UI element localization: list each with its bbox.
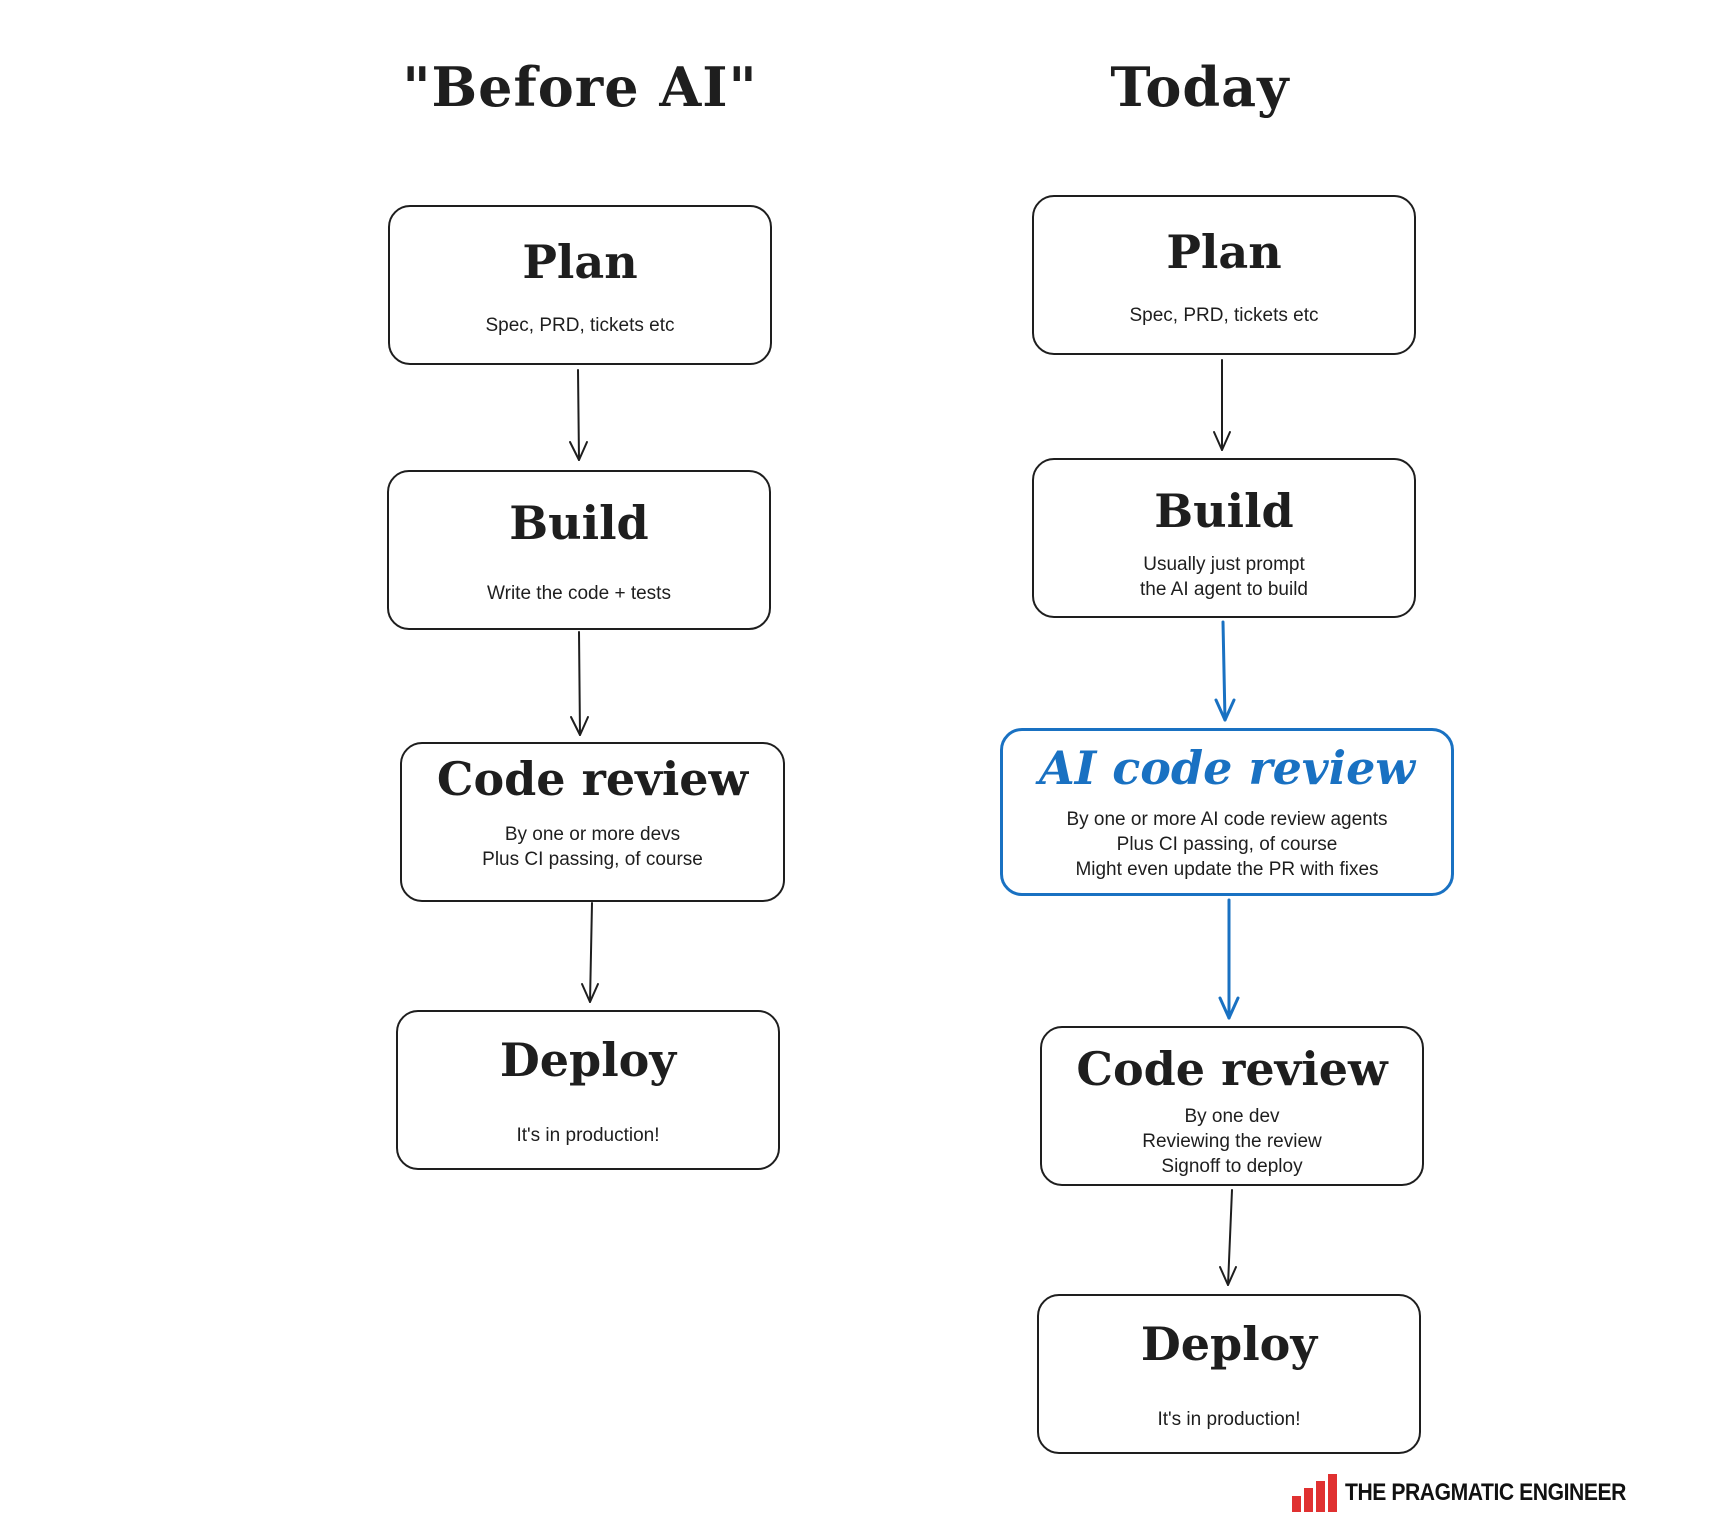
desc-line: Usually just prompt xyxy=(1143,554,1305,575)
before-deploy-desc: It's in production! xyxy=(398,1123,778,1148)
today-code-review-desc: By one dev Reviewing the review Signoff … xyxy=(1042,1104,1422,1179)
before-build-title: Build xyxy=(509,496,649,550)
before-plan-box: Plan Spec, PRD, tickets etc xyxy=(388,205,772,365)
desc-line: Plus CI passing, of course xyxy=(482,849,703,870)
before-plan-title: Plan xyxy=(522,235,638,289)
desc-line: By one or more devs xyxy=(504,824,681,845)
before-ai-title: "Before AI" xyxy=(402,55,758,119)
today-title: Today xyxy=(1110,55,1290,119)
today-ai-code-review-box: AI code review By one or more AI code re… xyxy=(1000,728,1454,896)
today-build-box: Build Usually just prompt the AI agent t… xyxy=(1032,458,1416,618)
desc-line: Write the code + tests xyxy=(487,583,671,604)
desc-line: By one or more AI code review agents xyxy=(1066,809,1388,830)
desc-line: the AI agent to build xyxy=(1140,579,1308,600)
before-deploy-title: Deploy xyxy=(499,1033,677,1087)
before-build-box: Build Write the code + tests xyxy=(387,470,771,630)
desc-line: Spec, PRD, tickets etc xyxy=(485,315,675,336)
arrow-review-to-deploy-before xyxy=(581,902,599,1003)
today-deploy-title: Deploy xyxy=(1140,1317,1318,1371)
today-plan-box: Plan Spec, PRD, tickets etc xyxy=(1032,195,1416,355)
today-plan-title: Plan xyxy=(1166,225,1282,279)
arrow-build-to-review-before xyxy=(570,631,589,736)
before-code-review-title: Code review xyxy=(436,752,749,806)
today-code-review-title: Code review xyxy=(1076,1042,1388,1096)
today-ai-code-review-title: AI code review xyxy=(1039,741,1415,795)
today-build-title: Build xyxy=(1154,484,1294,538)
arrow-plan-to-build-before xyxy=(569,369,588,461)
before-code-review-box: Code review By one or more devs Plus CI … xyxy=(400,742,785,902)
today-deploy-box: Deploy It's in production! xyxy=(1037,1294,1421,1454)
desc-line: It's in production! xyxy=(516,1125,660,1146)
desc-line: It's in production! xyxy=(1157,1409,1301,1430)
before-deploy-box: Deploy It's in production! xyxy=(396,1010,780,1170)
today-build-desc: Usually just prompt the AI agent to buil… xyxy=(1034,552,1414,602)
desc-line: Might even update the PR with fixes xyxy=(1075,859,1379,880)
before-build-desc: Write the code + tests xyxy=(389,581,769,606)
arrow-review-to-deploy-today xyxy=(1219,1189,1237,1286)
today-code-review-box: Code review By one dev Reviewing the rev… xyxy=(1040,1026,1424,1186)
before-plan-desc: Spec, PRD, tickets etc xyxy=(390,313,770,338)
arrow-plan-to-build-today xyxy=(1213,359,1231,451)
desc-line: Plus CI passing, of course xyxy=(1116,834,1338,855)
today-ai-code-review-desc: By one or more AI code review agents Plu… xyxy=(1003,807,1451,882)
desc-line: Signoff to deploy xyxy=(1161,1156,1303,1177)
bar-chart-icon xyxy=(1292,1474,1337,1512)
desc-line: By one dev xyxy=(1184,1106,1280,1127)
arrow-build-to-ai-review-today xyxy=(1214,620,1236,722)
desc-line: Spec, PRD, tickets etc xyxy=(1129,305,1319,326)
desc-line: Reviewing the review xyxy=(1142,1131,1322,1152)
pragmatic-engineer-logo: THE PRAGMATIC ENGINEER xyxy=(1292,1474,1664,1512)
before-code-review-desc: By one or more devs Plus CI passing, of … xyxy=(402,822,783,872)
logo-text: THE PRAGMATIC ENGINEER xyxy=(1345,1479,1626,1506)
arrow-ai-review-to-review-today xyxy=(1218,898,1240,1020)
today-deploy-desc: It's in production! xyxy=(1039,1407,1419,1432)
today-plan-desc: Spec, PRD, tickets etc xyxy=(1034,303,1414,328)
